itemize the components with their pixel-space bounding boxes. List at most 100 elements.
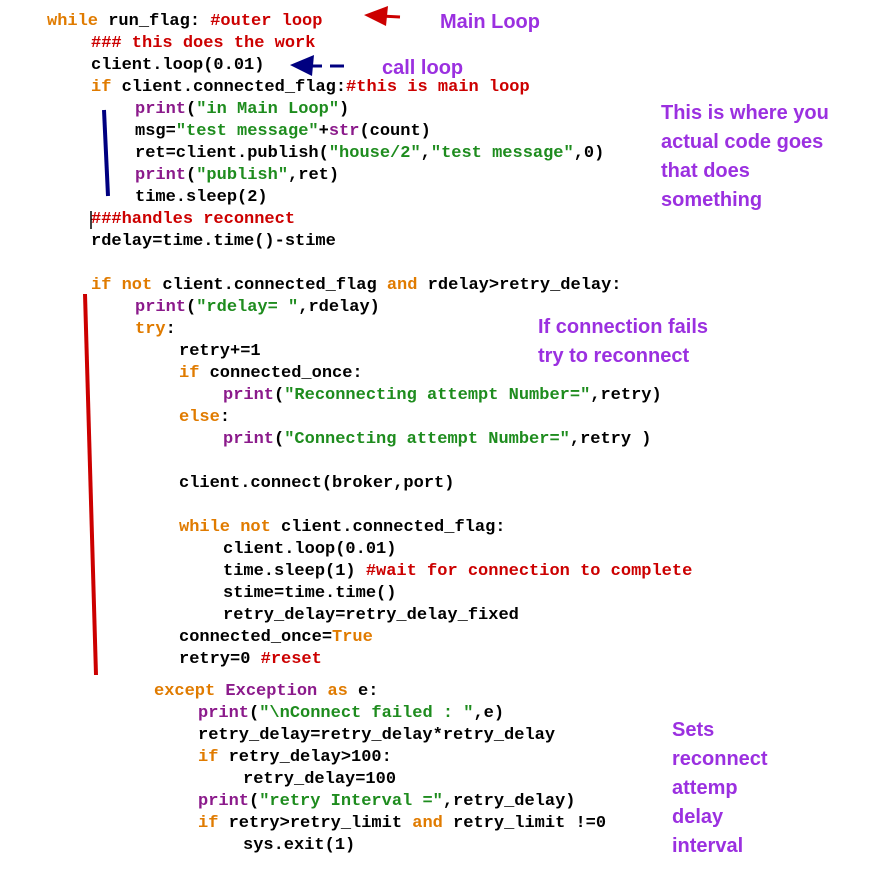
code-token: + (318, 122, 329, 141)
code-token: retry_delay=retry_delay_fixed (223, 606, 519, 625)
code-token: ,retry) (590, 386, 662, 405)
code-token: if (91, 78, 112, 97)
annotation-line: try to reconnect (538, 345, 690, 367)
code-line: ret=client.publish("house/2","test messa… (135, 144, 604, 164)
code-token: "Connecting attempt Number=" (284, 430, 570, 449)
code-line: sys.exit(1) (243, 836, 355, 856)
code-token: #wait for connection to complete (365, 562, 693, 581)
code-token: ,retry_delay) (442, 792, 576, 811)
code-token: "publish" (196, 166, 289, 185)
annotation-main-loop: Main Loop (440, 8, 540, 37)
code-line: client.loop(0.01) (91, 56, 264, 76)
code-token: and (386, 276, 418, 295)
code-token: msg= (135, 122, 176, 141)
code-token: while (47, 12, 99, 31)
code-line: rdelay=time.time()-stime (91, 232, 336, 252)
code-line: if connected_once: (179, 364, 363, 384)
code-token: : (219, 408, 231, 427)
code-line: try: (135, 320, 176, 340)
code-token: ret=client.publish( (135, 144, 329, 163)
code-token: #reset (260, 650, 322, 669)
code-token: print (223, 386, 275, 405)
code-token: client.connect(broker,port) (179, 474, 455, 493)
code-token: ,ret) (288, 166, 340, 185)
annotation-line: attemp (672, 777, 738, 799)
call-loop-arrow-icon (290, 55, 344, 76)
code-token: client.connected_flag (152, 276, 387, 295)
code-token: as (327, 682, 348, 701)
code-token: (count) (359, 122, 431, 141)
annotation-line: delay (672, 806, 724, 828)
code-line: print("Connecting attempt Number=",retry… (223, 430, 652, 450)
code-token: retry_delay=100 (243, 770, 397, 789)
annotation-line: reconnect (672, 748, 768, 770)
code-token: if (198, 814, 219, 833)
code-token: , (420, 144, 431, 163)
code-token: ### this does the work (91, 34, 316, 53)
code-line: client.connect(broker,port) (179, 474, 454, 494)
code-line: print("rdelay= ",rdelay) (135, 298, 380, 318)
annotation-reconnect: If connection fails try to reconnect (538, 313, 708, 371)
code-token: str (328, 122, 360, 141)
code-line: if not client.connected_flag and rdelay>… (91, 276, 622, 296)
code-token: sys.exit(1) (243, 836, 356, 855)
code-token: "\nConnect failed : " (259, 704, 474, 723)
code-token: and (412, 814, 443, 833)
code-token: stime=time.time() (223, 584, 397, 603)
code-token: client.connected_flag: (111, 78, 347, 97)
annotation-line: that does (661, 160, 750, 182)
code-line: retry_delay=retry_delay*retry_delay (198, 726, 555, 746)
code-line: else: (179, 408, 230, 428)
code-token: else (179, 408, 220, 427)
code-token: rdelay=time.time()-stime (91, 232, 336, 251)
code-line: time.sleep(1) #wait for connection to co… (223, 562, 692, 582)
code-token: "retry Interval =" (259, 792, 443, 811)
code-token: ( (249, 792, 260, 811)
code-token: ( (186, 100, 197, 119)
code-token: "test message" (175, 122, 319, 141)
code-token: retry=0 (179, 650, 261, 669)
code-token: run_flag: (98, 12, 211, 31)
code-line: connected_once=True (179, 628, 373, 648)
code-line: retry_delay=retry_delay_fixed (223, 606, 519, 626)
code-token: retry_limit !=0 (442, 814, 607, 833)
code-line: stime=time.time() (223, 584, 396, 604)
annotation-line: call loop (382, 57, 464, 79)
main-block-bracket (102, 109, 110, 197)
code-token: ( (249, 704, 260, 723)
code-token: print (223, 430, 275, 449)
code-line: print("publish",ret) (135, 166, 339, 186)
code-token: time.sleep(1) (223, 562, 366, 581)
code-token: ,rdelay) (298, 298, 380, 317)
code-token: client.loop(0.01) (91, 56, 265, 75)
code-line: if retry_delay>100: (198, 748, 392, 768)
code-line: ### this does the work (91, 34, 315, 54)
code-line: print("Reconnecting attempt Number=",ret… (223, 386, 662, 406)
code-token: print (135, 298, 187, 317)
code-token: ,e) (473, 704, 505, 723)
annotation-line: Sets (672, 719, 715, 741)
code-token: retry+=1 (179, 342, 261, 361)
code-token: retry_delay=retry_delay*retry_delay (198, 726, 556, 745)
code-token: try (135, 320, 166, 339)
code-token: client.loop(0.01) (223, 540, 397, 559)
code-line: time.sleep(2) (135, 188, 268, 208)
code-line: print("in Main Loop") (135, 100, 349, 120)
code-token: "in Main Loop" (196, 100, 340, 119)
code-line: while run_flag: #outer loop (47, 12, 322, 32)
code-token: ,retry ) (569, 430, 652, 449)
code-token: if (179, 364, 200, 383)
code-token: "rdelay= " (196, 298, 299, 317)
code-token: ) (339, 100, 350, 119)
code-token: ( (274, 430, 285, 449)
annotation-line: If connection fails (538, 316, 709, 338)
code-line: except Exception as e: (154, 682, 378, 702)
code-token: e: (347, 682, 379, 701)
code-line: retry=0 #reset (179, 650, 322, 670)
code-line: ###handles reconnect (91, 210, 295, 230)
code-line: print("retry Interval =",retry_delay) (198, 792, 575, 812)
code-token: connected_once: (199, 364, 363, 383)
code-token: #this is main loop (346, 78, 530, 97)
